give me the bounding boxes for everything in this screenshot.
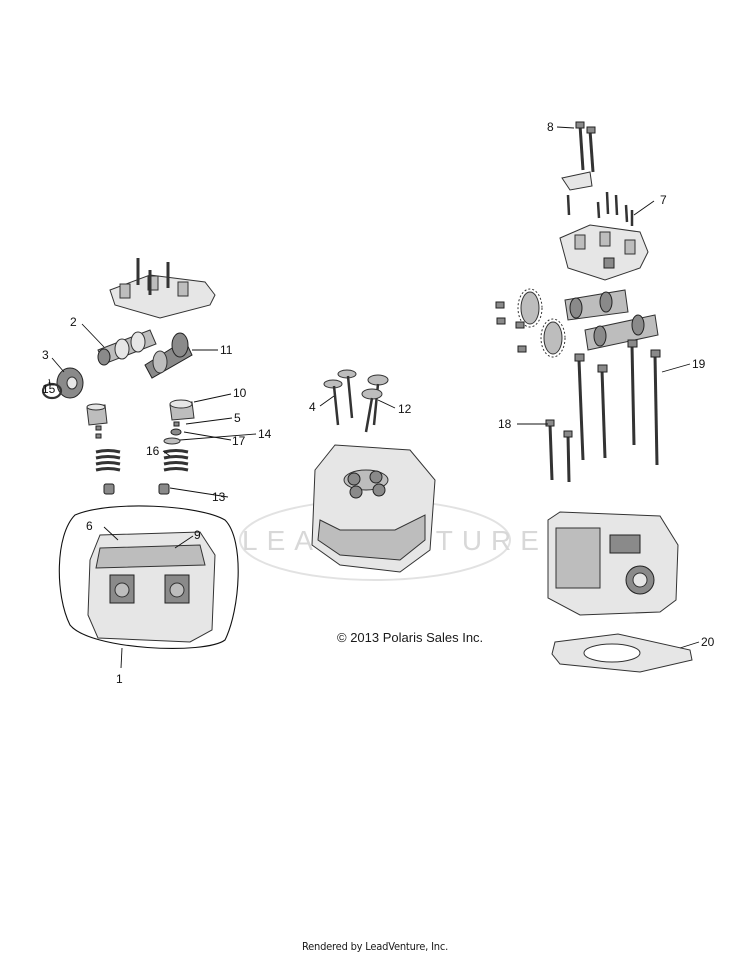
cylinder-head-center[interactable] <box>311 444 436 573</box>
callout-3[interactable]: 3 <box>42 348 49 362</box>
head-gasket[interactable] <box>551 633 693 673</box>
valve-bucket-right[interactable] <box>169 399 195 421</box>
callout-20[interactable]: 20 <box>701 635 715 649</box>
valve-stem-seal-left[interactable] <box>103 483 115 495</box>
camshaft-upper-right[interactable] <box>564 289 629 321</box>
sprocket-bolts[interactable] <box>495 301 527 353</box>
intake-valves[interactable] <box>361 374 389 433</box>
callout-6[interactable]: 6 <box>86 519 93 533</box>
callout-7[interactable]: 7 <box>660 193 667 207</box>
callout-13[interactable]: 13 <box>212 490 226 504</box>
valve-spring-left[interactable] <box>95 449 121 472</box>
chain-guide-plate[interactable] <box>561 171 593 191</box>
callout-4[interactable]: 4 <box>309 400 316 414</box>
rocker-carrier-bolts[interactable] <box>566 191 634 226</box>
callout-18[interactable]: 18 <box>498 417 512 431</box>
leader-lines <box>48 126 700 669</box>
callout-15[interactable]: 15 <box>42 382 56 396</box>
callout-2[interactable]: 2 <box>70 315 77 329</box>
valve-spring-right[interactable] <box>163 449 189 472</box>
copyright-notice: © 2013 Polaris Sales Inc. <box>337 630 484 645</box>
callout-1[interactable]: 1 <box>116 672 123 686</box>
head-bolts-long[interactable] <box>574 339 661 466</box>
callout-11[interactable]: 11 <box>220 343 233 357</box>
callout-5[interactable]: 5 <box>234 411 241 425</box>
cylinder-head-right[interactable] <box>547 511 679 616</box>
callout-10[interactable]: 10 <box>233 386 247 400</box>
cam-sprocket-upper[interactable] <box>517 288 543 328</box>
bolts-top-right[interactable] <box>575 121 596 173</box>
cam-sprocket-lower[interactable] <box>540 318 566 358</box>
exhaust-camshaft[interactable] <box>144 332 193 379</box>
valve-retainer[interactable] <box>163 437 181 445</box>
intake-camshaft[interactable] <box>97 329 157 366</box>
callout-16[interactable]: 16 <box>146 444 160 458</box>
cam-sprocket-left[interactable] <box>56 367 84 399</box>
valve-bucket-left[interactable] <box>86 403 108 426</box>
footer-credit: Rendered by LeadVenture, Inc. <box>301 940 449 953</box>
callout-17[interactable]: 17 <box>232 434 246 448</box>
exhaust-valves[interactable] <box>323 369 357 426</box>
retaining-ring[interactable] <box>41 382 63 400</box>
valve-keepers[interactable] <box>95 421 182 439</box>
camshaft-lower-right[interactable] <box>584 314 659 351</box>
callout-9[interactable]: 9 <box>194 528 201 542</box>
head-bolts-short[interactable] <box>545 419 573 483</box>
rocker-arm-assembly-left[interactable] <box>109 258 216 319</box>
callout-14[interactable]: 14 <box>258 427 272 441</box>
callout-12[interactable]: 12 <box>398 402 412 416</box>
callout-19[interactable]: 19 <box>692 357 706 371</box>
valve-stem-seal-right[interactable] <box>158 483 170 495</box>
rocker-arm-assembly-right[interactable] <box>559 224 649 281</box>
callouts: 1 2 3 4 5 6 7 8 9 10 11 12 13 14 15 16 1… <box>42 120 715 686</box>
cylinder-head-assembly[interactable] <box>58 505 239 649</box>
callout-8[interactable]: 8 <box>547 120 554 134</box>
